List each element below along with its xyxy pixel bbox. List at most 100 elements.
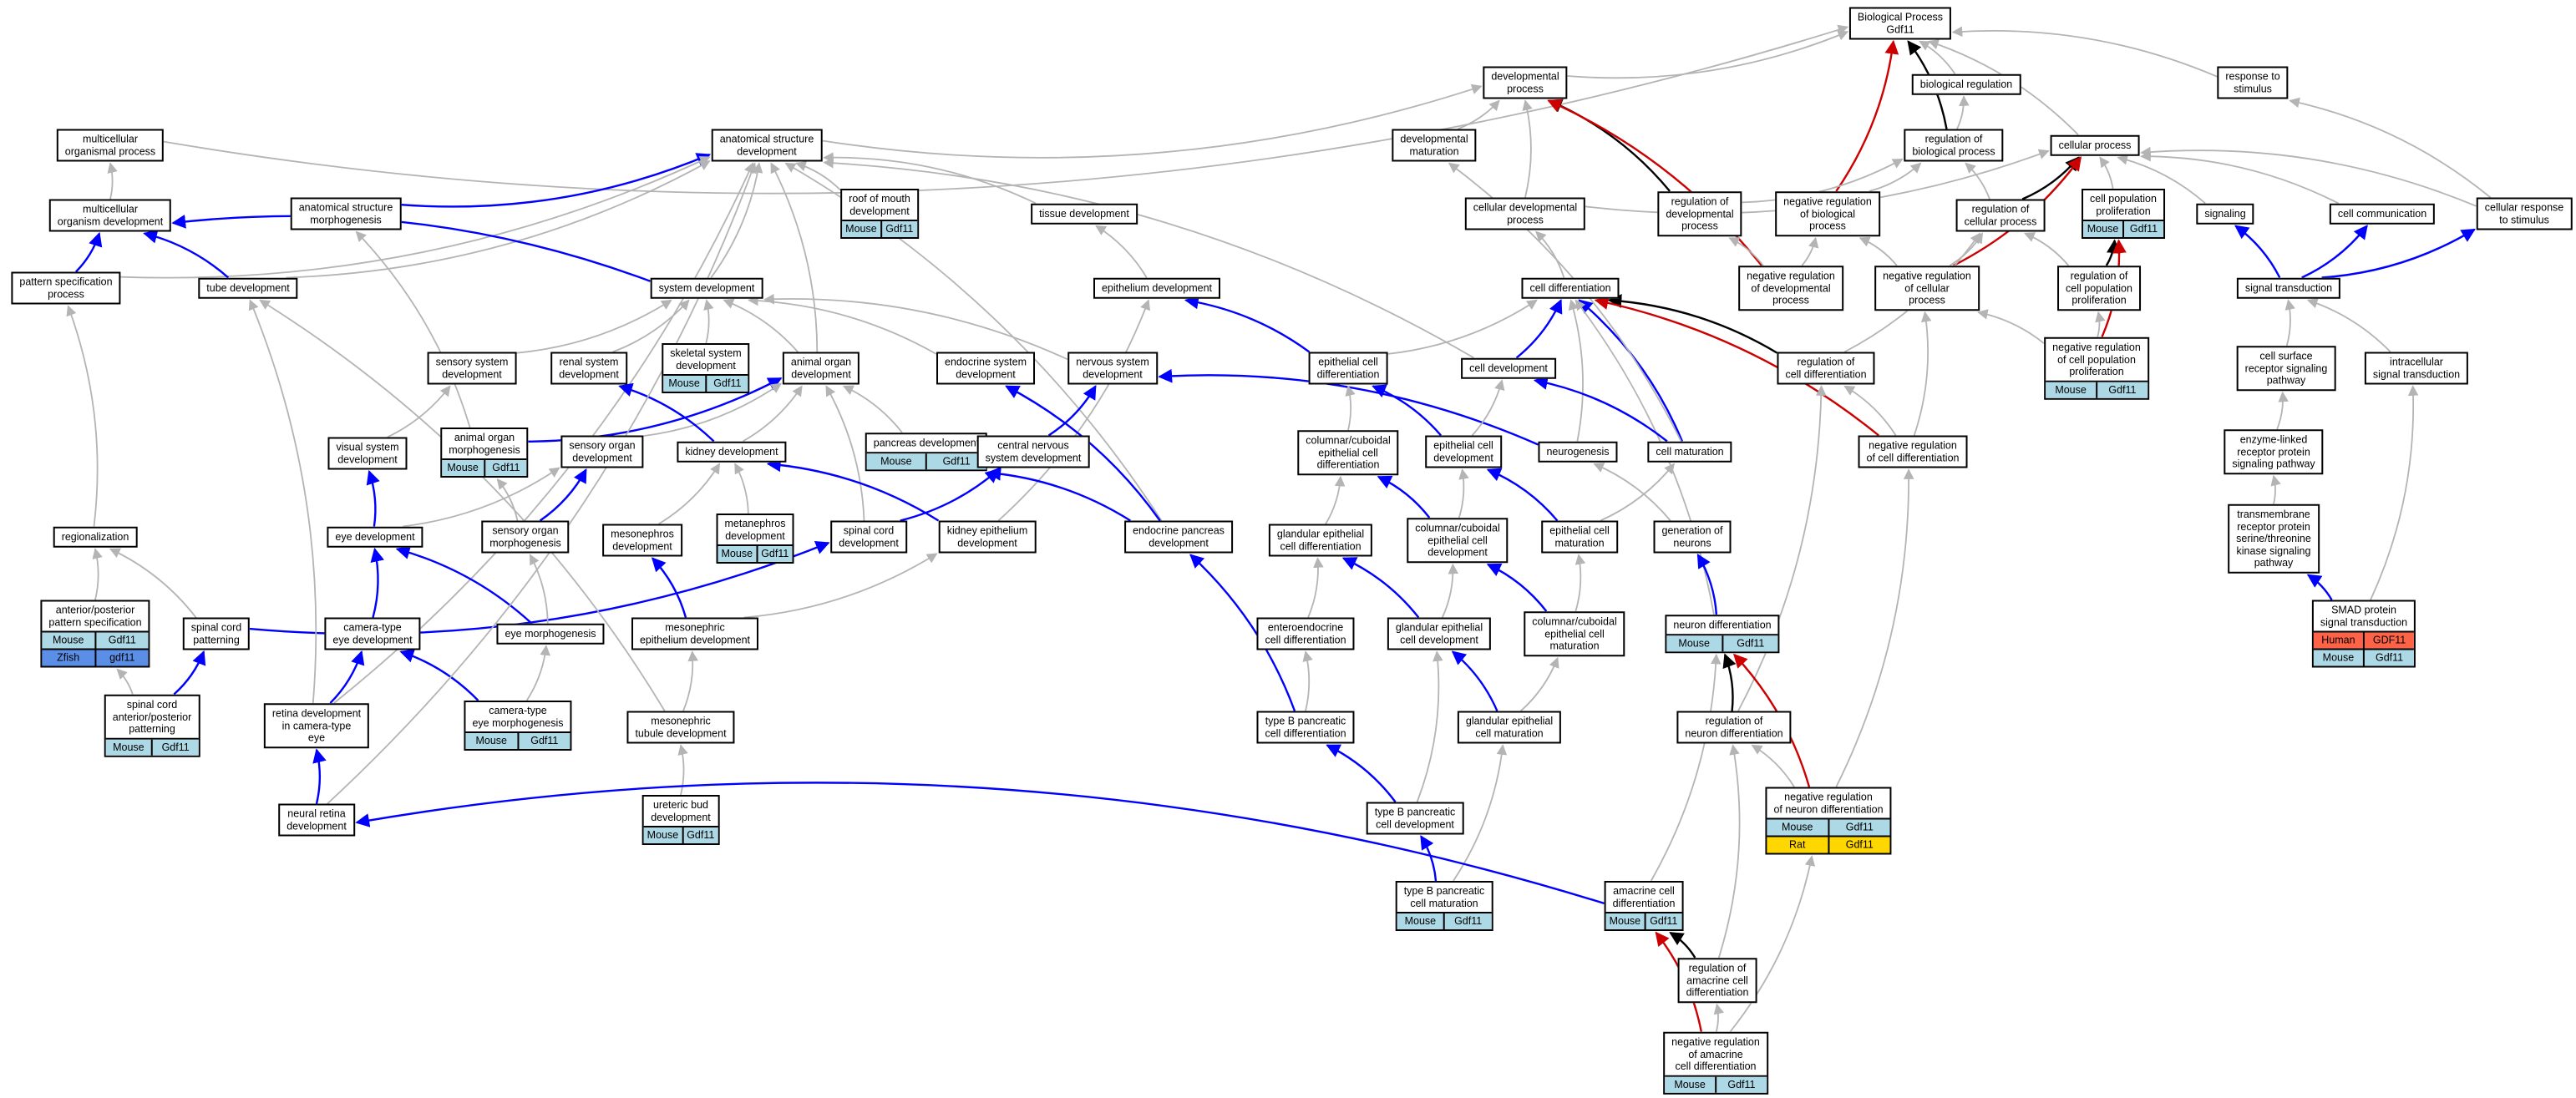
go-term-cellcomm[interactable]: cell communication <box>2329 203 2436 225</box>
go-term-label-line: morphogenesis <box>489 537 561 549</box>
go-term-signaling[interactable]: signaling <box>2196 203 2254 225</box>
go-term-sigtrans[interactable]: signal transduction <box>2236 277 2341 299</box>
go-term-cellproc[interactable]: cellular process <box>2050 134 2140 156</box>
go-term-tube[interactable]: tube development <box>198 277 298 299</box>
go-term-biolreg[interactable]: biological regulation <box>1911 73 2021 95</box>
go-term-sysdev[interactable]: system development <box>650 277 763 299</box>
go-term-neurogen[interactable]: neurogenesis <box>1538 441 1618 463</box>
go-term-celldev[interactable]: cell development <box>1461 357 1556 379</box>
go-term-cellmat[interactable]: cell maturation <box>1647 441 1732 463</box>
go-term-label-line: cell differentiation <box>1675 1060 1757 1072</box>
go-term-tissue[interactable]: tissue development <box>1031 203 1138 225</box>
go-term-label: cell communication <box>2331 205 2433 223</box>
go-term-epith[interactable]: epithelium development <box>1093 277 1221 299</box>
edge-regulates <box>1607 294 1778 354</box>
edge-is-a <box>822 83 1483 159</box>
go-term-kidney[interactable]: kidney development <box>677 441 787 463</box>
go-term-eyedev[interactable]: eye development <box>327 526 423 548</box>
go-term-regional[interactable]: regionalization <box>53 526 138 548</box>
go-term-celldiff[interactable]: cell differentiation <box>1521 277 1620 299</box>
go-term-eyemorph[interactable]: eye morphogenesis <box>496 623 605 645</box>
